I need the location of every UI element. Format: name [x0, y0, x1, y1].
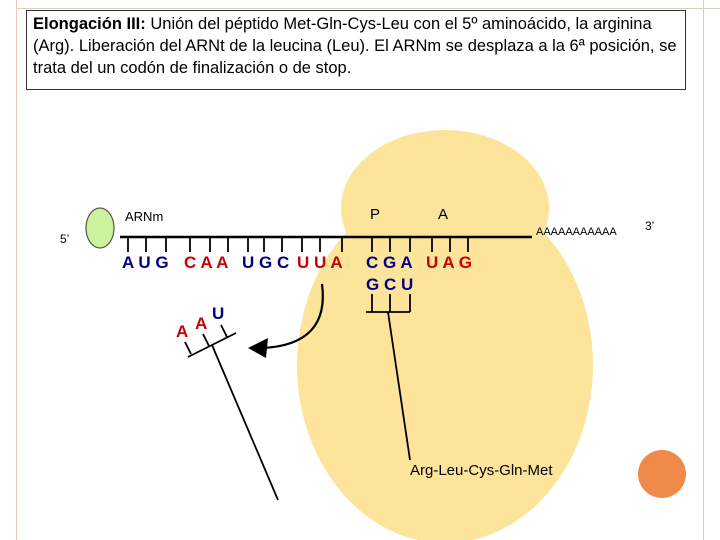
codon-4: U U A: [297, 253, 343, 272]
peptide-chain: Arg-Leu-Cys-Gln-Met: [410, 462, 553, 479]
caption-text: Unión del péptido Met-Gln-Cys-Leu con el…: [33, 15, 677, 77]
released-anticodon-2: A: [195, 314, 207, 333]
codon-3: U G C: [242, 253, 289, 272]
released-anticodon-1: A: [176, 322, 188, 341]
release-arrow: [261, 283, 324, 350]
bound-trna: [366, 294, 411, 461]
slide-frame-right: [703, 0, 720, 540]
codon-6: U A G: [426, 253, 472, 272]
five-prime-label: 5’: [60, 232, 69, 246]
next-slide-button[interactable]: [638, 450, 686, 498]
codon-2: C A A: [184, 253, 228, 272]
mrna-label: ARNm: [125, 209, 163, 224]
release-arrowhead: [248, 338, 268, 358]
slide-frame-left: [0, 0, 17, 540]
released-anticodon-3: U: [212, 304, 224, 323]
caption-heading: Elongación III:: [33, 15, 146, 33]
site-p-label: P: [370, 206, 380, 223]
slide-frame-top: [0, 0, 720, 9]
codon-5: C G A: [366, 253, 413, 272]
three-prime-label: 3’: [645, 219, 654, 233]
bound-anticodon: G C U: [366, 275, 413, 294]
codon-1: A U G: [122, 253, 169, 272]
released-trna: A A U: [176, 304, 279, 501]
mrna-5-cap: [85, 207, 115, 249]
ribosome-large-subunit: [341, 130, 549, 286]
site-a-label: A: [438, 206, 448, 223]
poly-a-tail: AAAAAAAAAAA: [536, 226, 617, 238]
nucleotide-ticks: [127, 237, 469, 252]
ribosome-small-subunit: [297, 187, 593, 540]
caption-box: Elongación III: Unión del péptido Met-Gl…: [26, 10, 686, 90]
